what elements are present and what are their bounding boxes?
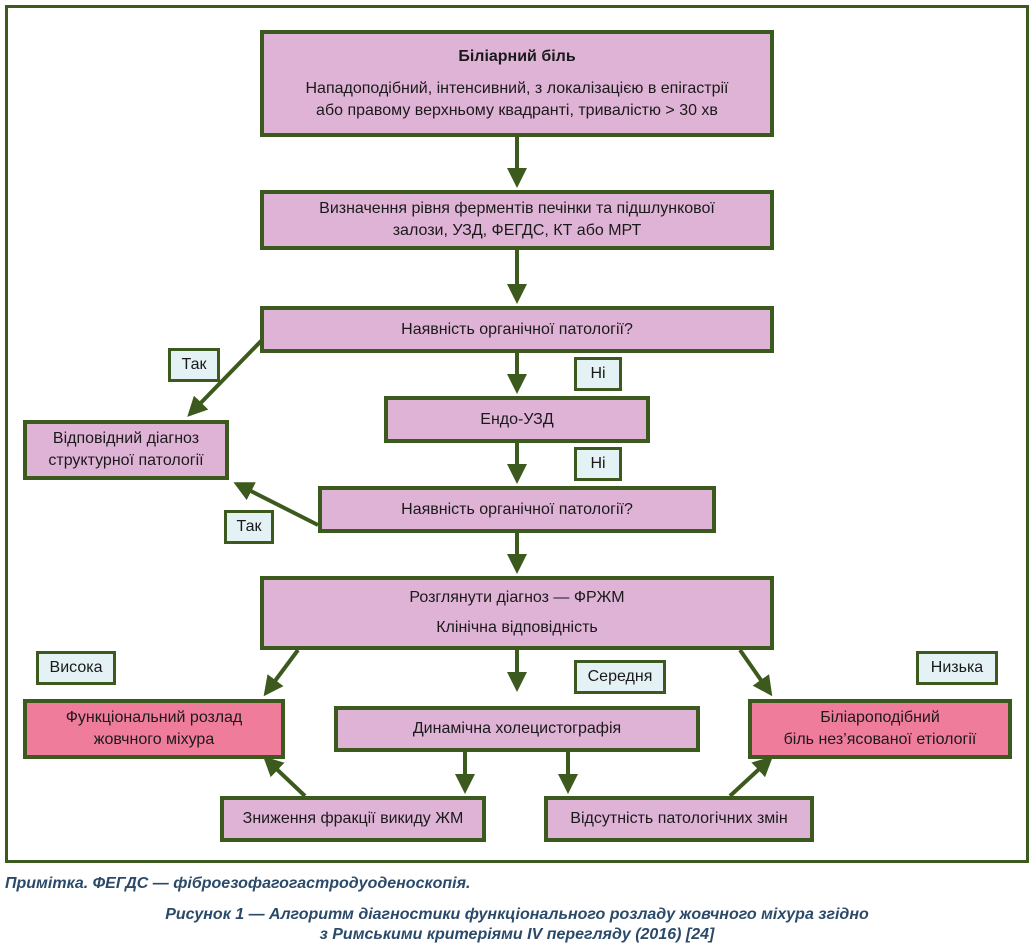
biliary-like-line1: Біліароподібний: [820, 709, 940, 726]
consider-fgbd-box: Розглянути діагноз — ФРЖМ Клінічна відпо…: [260, 576, 774, 650]
organic-pathology-question-1: Наявність органічної патології?: [260, 306, 774, 353]
label-yes-2: Так: [224, 510, 274, 544]
organic-1-text: Наявність органічної патології?: [401, 320, 633, 338]
figure-caption: Рисунок 1 — Алгоритм діагностики функціо…: [0, 905, 1034, 945]
structural-line2: структурної патології: [48, 452, 204, 469]
label-medium: Середня: [574, 660, 666, 694]
endo-usd-box: Ендо-УЗД: [384, 396, 650, 443]
functional-line2: жовчного міхура: [93, 731, 215, 748]
caption-line1: Рисунок 1 — Алгоритм діагностики функціо…: [165, 906, 869, 923]
structural-line1: Відповідний діагноз: [52, 430, 200, 447]
arrow-no-changes-to-biliary-like: [728, 756, 773, 798]
label-low: Низька: [916, 651, 998, 685]
biliary-pain-desc-line2: або правому верхньому квадранті, тривалі…: [316, 101, 718, 119]
arrow-organic-2-to-structural: [233, 482, 319, 527]
no-changes-box: Відсутність патологічних змін: [544, 796, 814, 842]
ef-decrease-text: Зниження фракції викиду ЖМ: [242, 810, 464, 827]
organic-2-text: Наявність органічної патології?: [401, 500, 633, 518]
biliary-pain-title: Біліарний біль: [458, 47, 576, 65]
biliary-like-pain-box: Біліароподібний біль нез’ясованої етіоло…: [748, 699, 1012, 759]
label-yes-1: Так: [168, 348, 220, 382]
consider-line1: Розглянути діагноз — ФРЖМ: [409, 589, 625, 606]
arrow-organic-1-to-structural: [187, 338, 264, 417]
functional-line1: Функціональний розлад: [65, 709, 243, 726]
label-no-1: Ні: [574, 357, 622, 391]
endo-usd-text: Ендо-УЗД: [480, 410, 554, 428]
arrow-consider-to-functional: [263, 648, 300, 697]
no-changes-text: Відсутність патологічних змін: [570, 810, 788, 827]
ef-decrease-box: Зниження фракції викиду ЖМ: [220, 796, 486, 842]
footnote: Примітка. ФЕГДС — фіброезофагогастродуод…: [5, 875, 471, 892]
caption-line2: з Римськими критеріями IV перегляду (201…: [319, 926, 715, 943]
arrow-ef-to-functional: [263, 756, 307, 798]
biliary-like-line2: біль нез’ясованої етіології: [783, 731, 977, 748]
cholecysto-text: Динамічна холецистографія: [412, 720, 622, 737]
arrow-consider-to-biliary-like: [738, 648, 773, 697]
dynamic-cholecystography-box: Динамічна холецистографія: [334, 706, 700, 752]
label-high: Висока: [36, 651, 116, 685]
functional-disorder-box: Функціональний розлад жовчного міхура: [23, 699, 285, 759]
structural-diagnosis-box: Відповідний діагноз структурної патологі…: [23, 420, 229, 480]
label-no-2: Ні: [574, 447, 622, 481]
enzymes-line2: залози, УЗД, ФЕГДС, КТ або МРТ: [392, 222, 642, 239]
enzymes-tests-box: Визначення рівня ферментів печінки та пі…: [260, 190, 774, 250]
consider-line2: Клінічна відповідність: [436, 619, 598, 636]
enzymes-line1: Визначення рівня ферментів печінки та пі…: [319, 200, 715, 217]
biliary-pain-box: Біліарний біль Нападоподібний, інтенсивн…: [260, 30, 774, 137]
biliary-pain-desc-line1: Нападоподібний, інтенсивний, з локалізац…: [305, 79, 729, 97]
organic-pathology-question-2: Наявність органічної патології?: [318, 486, 716, 533]
